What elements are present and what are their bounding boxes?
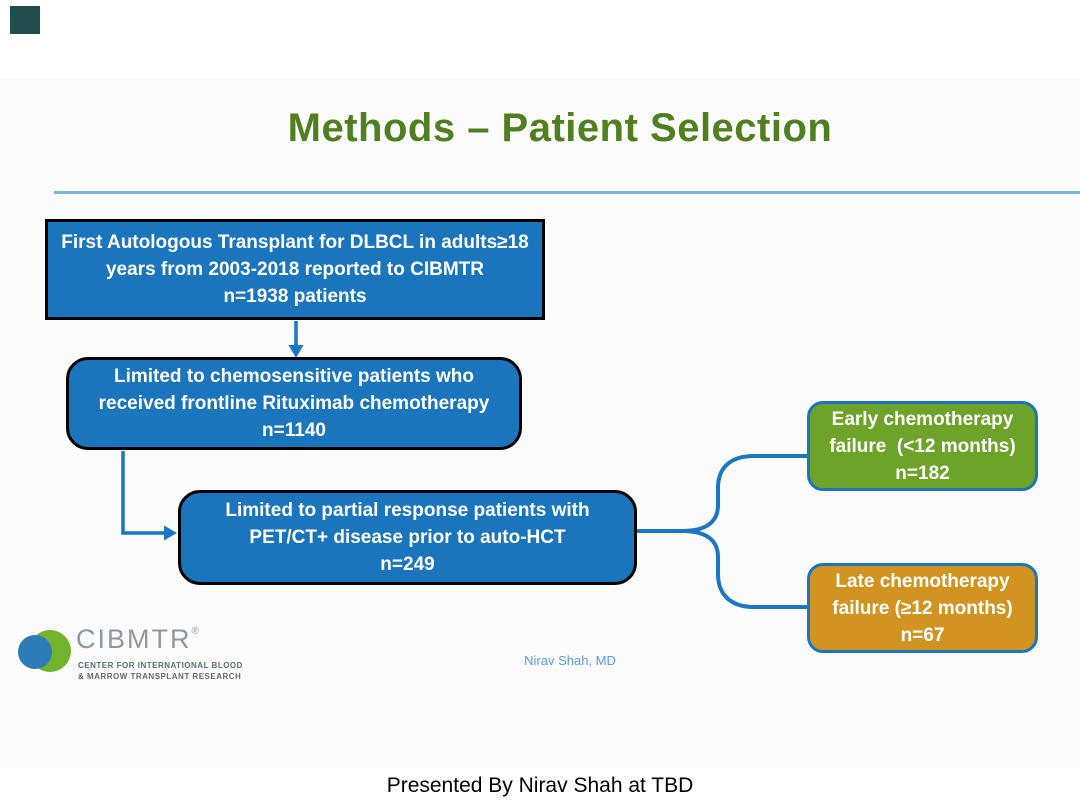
- cibmtr-tagline-line1: CENTER FOR INTERNATIONAL BLOOD: [78, 661, 243, 670]
- flow-box-text: Limited to partial response patients wit…: [225, 500, 590, 521]
- flow-box-text: failure (≥12 months): [832, 597, 1013, 619]
- flow-box-text: n=1140: [262, 420, 326, 441]
- flow-box-text: Limited to chemosensitive patients who: [113, 366, 474, 387]
- flow-box-text: failure (<12 months): [829, 435, 1016, 457]
- cibmtr-tagline-line2: & MARROW TRANSPLANT RESEARCH: [78, 672, 242, 681]
- flow-box-partial-response: Limited to partial response patients wit…: [178, 490, 637, 585]
- slide-title: Methods – Patient Selection: [287, 106, 833, 150]
- flow-box-text: Late chemotherapy: [835, 570, 1010, 592]
- flow-box-early-failure: Early chemotherapy failure (<12 months) …: [807, 401, 1038, 491]
- presenter-attribution: Nirav Shah, MD: [524, 653, 616, 668]
- flow-box-first-transplant: First Autologous Transplant for DLBCL in…: [45, 219, 545, 320]
- flow-box-text: PET/CT+ disease prior to auto-HCT: [249, 527, 566, 548]
- registered-mark-icon: ®: [191, 626, 199, 637]
- flow-box-late-failure: Late chemotherapy failure (≥12 months) n…: [807, 563, 1038, 653]
- cibmtr-logo: CIBMTR® CENTER FOR INTERNATIONAL BLOOD &…: [18, 618, 248, 690]
- flow-box-text: First Autologous Transplant for DLBCL in…: [61, 232, 529, 253]
- cibmtr-logo-wordmark: CIBMTR®: [76, 624, 199, 654]
- flow-box-text: received frontline Rituximab chemotherap…: [98, 393, 490, 414]
- flow-box-text: Early chemotherapy: [831, 408, 1014, 430]
- viewer-corner-tab: [10, 6, 40, 34]
- flow-box-text: n=67: [900, 624, 945, 646]
- cibmtr-logo-circles-icon: [18, 630, 71, 672]
- flow-box-text: n=249: [380, 554, 435, 575]
- flow-box-text: n=182: [895, 462, 950, 484]
- flow-box-chemosensitive: Limited to chemosensitive patients who r…: [66, 357, 522, 450]
- flow-box-text: years from 2003-2018 reported to CIBMTR: [105, 259, 484, 280]
- flow-box-text: n=1938 patients: [223, 286, 367, 307]
- title-divider-rule: [54, 191, 1080, 194]
- footer-presented-by: Presented By Nirav Shah at TBD: [386, 774, 694, 797]
